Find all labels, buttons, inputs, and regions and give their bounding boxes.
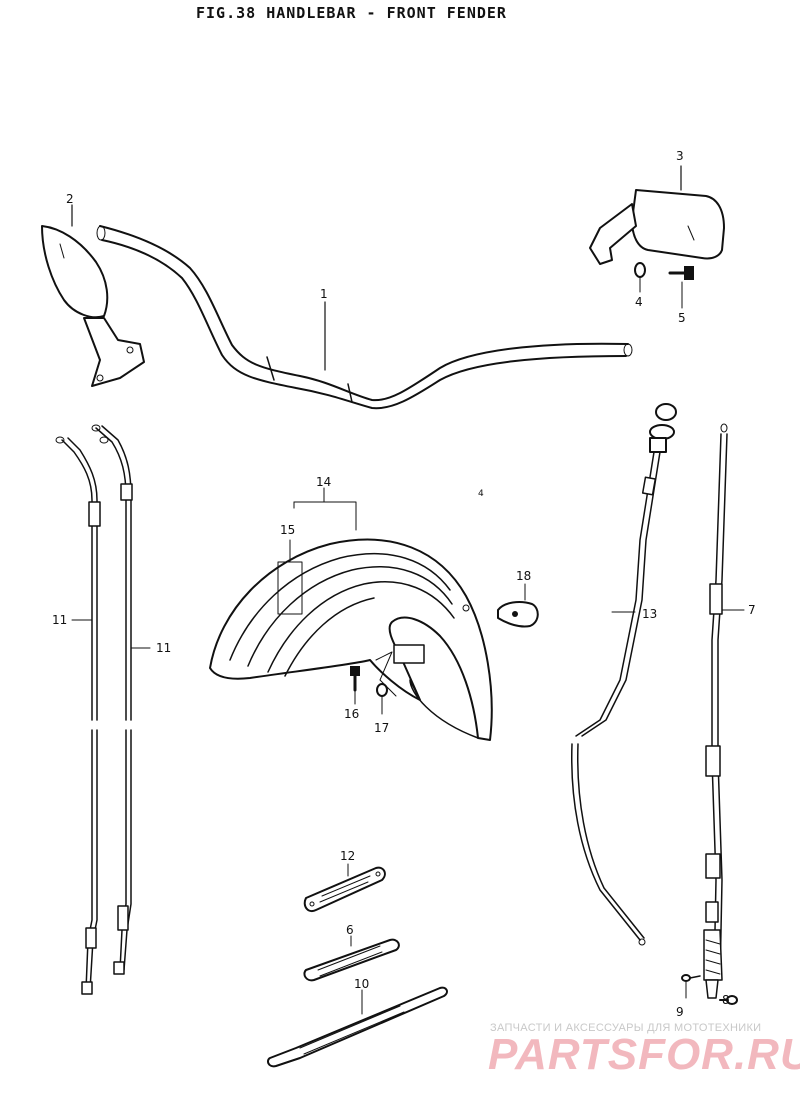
callout-8: 8	[722, 993, 730, 1007]
washer	[634, 262, 646, 278]
callout-4-stray: 4	[478, 489, 484, 499]
strap	[267, 986, 448, 1068]
mirror-left	[41, 204, 145, 387]
front-fender	[209, 487, 493, 741]
mirror-right	[589, 165, 725, 265]
bolt	[719, 995, 738, 1005]
callout-3: 3	[676, 149, 684, 163]
callout-16: 16	[344, 707, 359, 721]
clamp	[497, 583, 539, 628]
page-title: FIG.38 HANDLEBAR - FRONT FENDER	[196, 4, 507, 22]
callout-1: 1	[320, 287, 328, 301]
clamp	[303, 863, 386, 912]
choke-cable	[571, 403, 677, 946]
callout-17: 17	[374, 721, 389, 735]
strap	[303, 935, 400, 982]
callout-6: 6	[346, 923, 354, 937]
callout-13: 13	[642, 607, 657, 621]
clutch-cable	[703, 423, 745, 999]
screw	[681, 974, 701, 999]
callout-9: 9	[676, 1005, 684, 1019]
throttle-cable	[55, 436, 101, 995]
watermark-logo: PARTSFOR.RU	[488, 1030, 800, 1079]
bolt	[668, 266, 694, 309]
callout-12: 12	[340, 849, 355, 863]
callout-2: 2	[66, 192, 74, 206]
callout-5: 5	[678, 311, 686, 325]
handlebar	[96, 225, 633, 410]
callout-18: 18	[516, 569, 531, 583]
callout-7: 7	[748, 603, 756, 617]
throttle-cable	[91, 424, 133, 975]
callout-4: 4	[635, 295, 643, 309]
watermark-tagline: ЗАПЧАСТИ И АКСЕССУАРЫ ДЛЯ МОТОТЕХНИКИ	[490, 1022, 762, 1034]
callout-15: 15	[280, 523, 295, 537]
callout-11-left: 11	[52, 613, 67, 627]
bolt	[350, 666, 360, 705]
callout-14: 14	[316, 475, 331, 489]
callout-11-right: 11	[156, 641, 171, 655]
callout-10: 10	[354, 977, 369, 991]
